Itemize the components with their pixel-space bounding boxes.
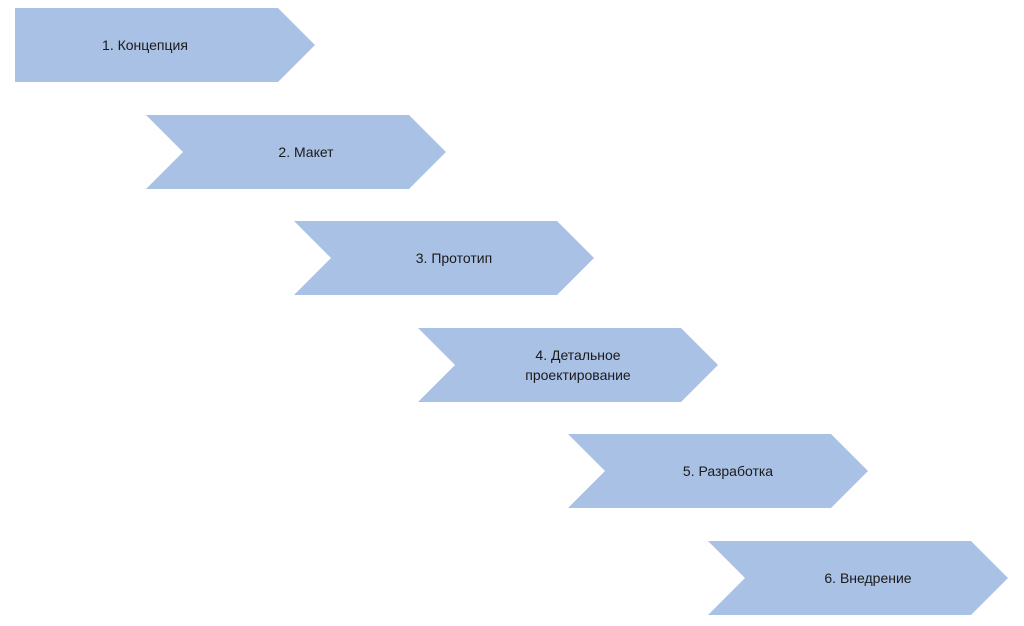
stage-implementation: 6. Внедрение [708, 541, 1008, 615]
stage-layout: 2. Макет [146, 115, 446, 189]
chevron-arrow-shape [568, 434, 868, 508]
stage-label: 6. Внедрение [824, 570, 912, 586]
stage-label: 4. Детальное проектирование [525, 347, 631, 383]
stage-prototype: 3. Прототип [294, 221, 594, 295]
chevron-arrow-shape [294, 221, 594, 295]
stage-development: 5. Разработка [568, 434, 868, 508]
stage-label: 2. Макет [278, 144, 334, 160]
stage-label: 1. Концепция [102, 37, 188, 53]
chevron-arrow-shape [418, 328, 718, 402]
chevron-arrow-shape [146, 115, 446, 189]
stage-concept: 1. Концепция [15, 8, 315, 82]
pentagon-arrow-shape [15, 8, 315, 82]
stage-label: 5. Разработка [682, 463, 774, 479]
stage-detailed-design: 4. Детальное проектирование [418, 328, 718, 402]
stage-label: 3. Прототип [415, 250, 493, 266]
chevron-arrow-shape [708, 541, 1008, 615]
